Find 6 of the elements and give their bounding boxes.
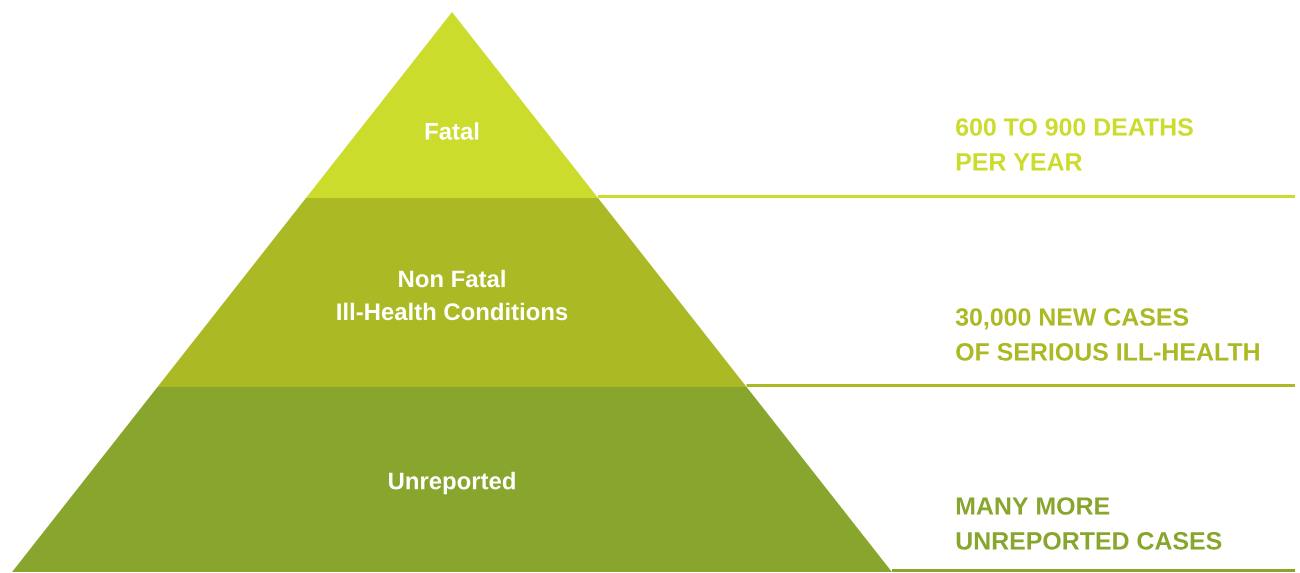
- pyramid-band: Unreported: [12, 387, 892, 572]
- band-caption: 30,000 NEW CASES OF SERIOUS ILL-HEALTH: [955, 308, 1259, 361]
- band-caption: MANY MORE UNREPORTED CASES: [956, 497, 1222, 550]
- pyramid-band: Non Fatal Ill-Health Conditions: [157, 198, 747, 387]
- pyramid-band: Fatal: [305, 12, 599, 198]
- band-caption: 600 TO 900 DEATHS PER YEAR: [956, 118, 1193, 171]
